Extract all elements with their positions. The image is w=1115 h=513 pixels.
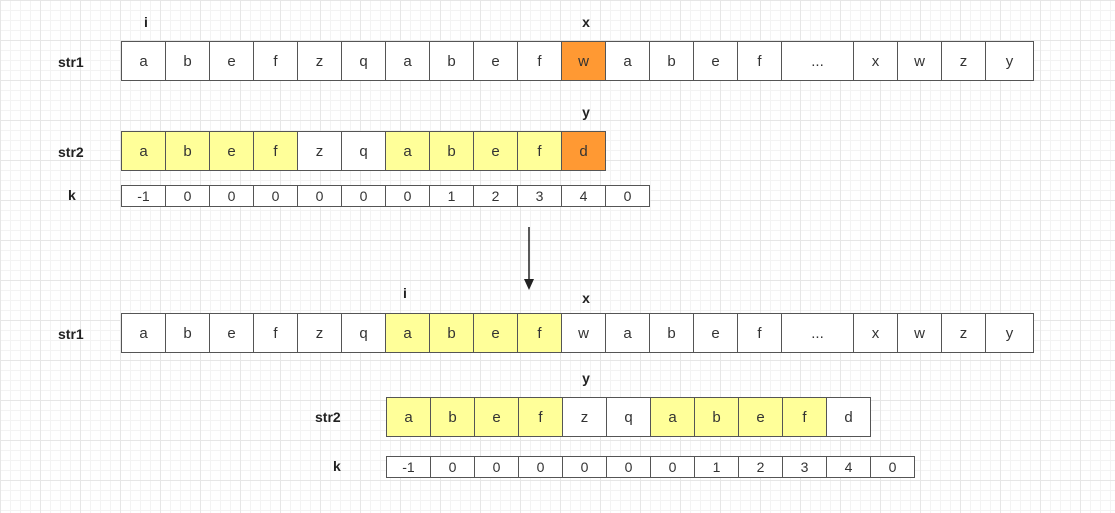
str1-cell-18: z (941, 313, 986, 353)
str2-cell-5: q (606, 397, 651, 437)
str1-cell-3: f (253, 313, 298, 353)
k-label-step1: k (68, 187, 76, 203)
str1-cell-11: a (605, 41, 650, 81)
k-cell-9: 3 (782, 456, 827, 478)
str1-cell-2: e (209, 313, 254, 353)
str2-cell-7: b (429, 131, 474, 171)
str1-cell-16: x (853, 41, 898, 81)
str1-cell-6: a (385, 313, 430, 353)
str2-cell-5: q (341, 131, 386, 171)
k-cell-7: 1 (694, 456, 739, 478)
str2-label-step2: str2 (315, 409, 341, 425)
str1-label-step2: str1 (58, 326, 84, 342)
marker-y-step2: y (582, 370, 590, 386)
str2-cell-6: a (650, 397, 695, 437)
str2-cell-1: b (430, 397, 475, 437)
str1-cell-15: ... (781, 41, 854, 81)
str2-cell-2: e (474, 397, 519, 437)
str1-cell-11: a (605, 313, 650, 353)
str2-cell-1: b (165, 131, 210, 171)
str2-cell-10: d (561, 131, 606, 171)
str1-cell-10: w (561, 41, 606, 81)
k-label-step2: k (333, 458, 341, 474)
str1-cell-9: f (517, 41, 562, 81)
str1-cell-0: a (121, 41, 166, 81)
str1-cell-19: y (985, 41, 1034, 81)
str1-cell-16: x (853, 313, 898, 353)
k-cell-3: 0 (253, 185, 298, 207)
marker-i-step2: i (403, 285, 407, 301)
str1-cell-8: e (473, 41, 518, 81)
str1-cell-17: w (897, 313, 942, 353)
str2-cell-6: a (385, 131, 430, 171)
str1-cell-3: f (253, 41, 298, 81)
marker-i-step1: i (144, 14, 148, 30)
str2-cell-7: b (694, 397, 739, 437)
k-cell-3: 0 (518, 456, 563, 478)
str2-cell-0: a (386, 397, 431, 437)
str1-cell-15: ... (781, 313, 854, 353)
k-cell-4: 0 (297, 185, 342, 207)
k-cell-11: 0 (605, 185, 650, 207)
k-cell-0: -1 (386, 456, 431, 478)
str2-cell-3: f (253, 131, 298, 171)
str2-cell-8: e (738, 397, 783, 437)
str2-cell-0: a (121, 131, 166, 171)
k-cell-2: 0 (474, 456, 519, 478)
str1-cell-14: f (737, 313, 782, 353)
str1-cell-9: f (517, 313, 562, 353)
str1-label-step1: str1 (58, 54, 84, 70)
k-cell-11: 0 (870, 456, 915, 478)
marker-x-step2: x (582, 290, 590, 306)
str1-cell-7: b (429, 41, 474, 81)
str1-cell-13: e (693, 313, 738, 353)
str2-cell-9: f (782, 397, 827, 437)
str1-cell-12: b (649, 313, 694, 353)
k-cell-0: -1 (121, 185, 166, 207)
str2-cell-10: d (826, 397, 871, 437)
str1-cell-6: a (385, 41, 430, 81)
str2-label-step1: str2 (58, 144, 84, 160)
k-cell-1: 0 (430, 456, 475, 478)
k-cell-4: 0 (562, 456, 607, 478)
k-cell-10: 4 (826, 456, 871, 478)
str2-cell-3: f (518, 397, 563, 437)
str1-cell-5: q (341, 313, 386, 353)
str2-cell-9: f (517, 131, 562, 171)
str1-cell-18: z (941, 41, 986, 81)
str1-cell-13: e (693, 41, 738, 81)
k-cell-6: 0 (650, 456, 695, 478)
str1-cell-8: e (473, 313, 518, 353)
str1-cell-17: w (897, 41, 942, 81)
k-cell-5: 0 (606, 456, 651, 478)
str1-cell-4: z (297, 313, 342, 353)
k-cell-8: 2 (738, 456, 783, 478)
marker-y-step1: y (582, 104, 590, 120)
str1-cell-12: b (649, 41, 694, 81)
str1-cell-10: w (561, 313, 606, 353)
str1-cell-2: e (209, 41, 254, 81)
str1-cell-0: a (121, 313, 166, 353)
str1-cell-1: b (165, 41, 210, 81)
str2-cell-8: e (473, 131, 518, 171)
str1-cell-1: b (165, 313, 210, 353)
str1-cell-19: y (985, 313, 1034, 353)
str2-cell-4: z (562, 397, 607, 437)
str1-cell-5: q (341, 41, 386, 81)
marker-x-step1: x (582, 14, 590, 30)
str1-cell-7: b (429, 313, 474, 353)
